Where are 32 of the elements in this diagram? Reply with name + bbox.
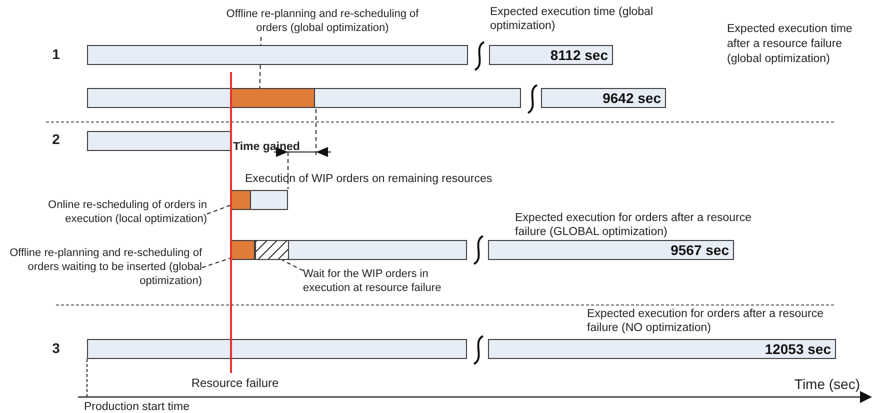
time-bar: 9642 sec	[541, 88, 666, 108]
time-bar: 12053 sec	[488, 339, 836, 359]
callout-text: Online re-scheduling of orders in execution (local optimization)	[0, 198, 207, 226]
bar-caption: Expected execution time after a resource failure (global optimization)	[727, 22, 854, 67]
time-bar	[87, 339, 467, 359]
hatched-segment	[255, 240, 289, 260]
time-bar	[87, 88, 521, 108]
row-number: 1	[51, 47, 61, 62]
time-bar	[87, 131, 231, 151]
event-label: Resource failure	[190, 376, 280, 391]
row-number: 3	[51, 341, 61, 356]
time-bar: 9567 sec	[488, 240, 734, 260]
bar-caption: Expected execution for orders after a resource failure (GLOBAL optimization)	[515, 211, 753, 239]
time-bar	[231, 240, 467, 260]
row-number: 2	[51, 132, 61, 147]
highlighted-segment	[231, 240, 255, 260]
highlighted-segment	[230, 88, 315, 108]
highlighted-segment	[231, 190, 251, 210]
axis-label: Production start time	[84, 400, 190, 413]
leader-line	[282, 260, 304, 272]
leader-line	[206, 204, 232, 214]
axis-label: Time (sec)	[793, 377, 860, 392]
callout-text: Offline re-planning and re-scheduling of orders (global optimization)	[220, 7, 425, 35]
leader-line	[202, 258, 232, 268]
time-bar	[231, 190, 288, 210]
bar-caption: Expected execution for orders after a resource failure (NO optimization)	[587, 307, 825, 335]
time-bar: 8112 sec	[489, 45, 613, 65]
bar-caption: Expected execution time (global optimization)	[490, 5, 654, 33]
callout-text: Offline re-planning and re-scheduling of orders waiting to be inserted (global optimization)	[0, 246, 202, 288]
time-bar	[87, 45, 468, 65]
bar-caption: Execution of WIP orders on remaining resources	[245, 172, 492, 186]
callout-text: Wait for the WIP orders in execution at resource failure	[303, 267, 475, 295]
